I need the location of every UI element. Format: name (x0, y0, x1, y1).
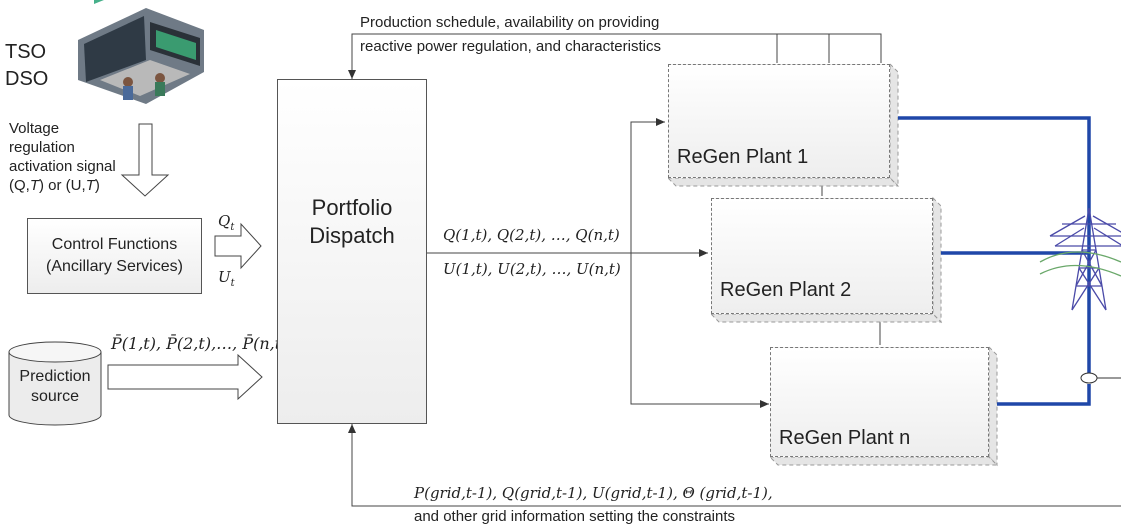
dso-label: DSO (5, 68, 49, 90)
prediction-source-line1: Prediction (19, 368, 91, 385)
voltage-signal-line3: activation signal (9, 158, 116, 175)
regen-plant-1-label: ReGen Plant 1 (677, 146, 809, 168)
voltage-signal-line2: regulation (9, 139, 75, 156)
voltage-signal-part-d: T (85, 177, 95, 194)
cf-output-q-symbol: Q (218, 212, 231, 230)
prediction-output-label: P̄(1,t), P̄(2,t),…, P̄(n,t), (111, 334, 293, 353)
voltage-signal-part-a: (Q, (9, 177, 30, 194)
dispatch-output-lines (427, 118, 769, 408)
transmission-tower-icon (1039, 207, 1121, 311)
control-functions-line2: (Ancillary Services) (46, 258, 183, 275)
dispatch-q-line: Q(1,t), Q(2,t), …, Q(n,t) (443, 226, 620, 244)
control-functions-line1: Control Functions (51, 236, 178, 253)
schedule-feedback-lines (348, 33, 882, 79)
regen-plant-1: ReGen Plant 1 (668, 64, 890, 178)
voltage-signal-part-c: ) or (U, (39, 177, 86, 194)
regen-plant-n: ReGen Plant n (770, 347, 989, 457)
prediction-source-label: Prediction source (9, 357, 101, 417)
grid-feedback-line2: and other grid information setting the c… (414, 508, 736, 525)
control-functions-box: Control Functions (Ancillary Services) (27, 218, 202, 294)
regen-plant-2-label: ReGen Plant 2 (720, 279, 852, 301)
cf-output-q: Qt (218, 212, 234, 233)
grid-feedback-line1: P(grid,t-1), Q(grid,t-1), U(grid,t-1), Θ… (414, 484, 773, 502)
schedule-feedback-line2: reactive power regulation, and character… (360, 38, 661, 55)
portfolio-dispatch-box: Portfolio Dispatch (277, 79, 427, 424)
control-room-icon (78, 0, 204, 104)
portfolio-dispatch-line2: Dispatch (309, 222, 395, 248)
regen-plant-2: ReGen Plant 2 (711, 198, 933, 314)
regen-plant-n-label: ReGen Plant n (779, 427, 911, 449)
portfolio-dispatch-line1: Portfolio (311, 194, 393, 220)
bus-node (1080, 372, 1098, 384)
schedule-feedback-line1: Production schedule, availability on pro… (360, 14, 660, 31)
voltage-signal-line1: Voltage (9, 120, 60, 137)
hollow-arrows (107, 123, 263, 401)
voltage-signal-line4: (Q,T) or (U,T) (9, 176, 100, 195)
database-icon (8, 341, 102, 426)
plant-interconnect-lines (821, 186, 881, 345)
voltage-signal-part-e: ) (94, 177, 100, 194)
tso-label: TSO (5, 41, 47, 63)
prediction-source-line2: source (30, 388, 80, 405)
cf-output-q-sub: t (230, 222, 235, 233)
grid-feedback-line (348, 424, 1121, 507)
cf-output-u-sub: t (230, 278, 235, 289)
voltage-signal-part-b: T (29, 177, 40, 194)
cf-output-u-symbol: U (218, 268, 231, 286)
cf-output-u: Ut (218, 268, 235, 289)
plant-depth-faces (666, 62, 999, 467)
dispatch-u-line: U(1,t), U(2,t), …, U(n,t) (443, 260, 621, 278)
